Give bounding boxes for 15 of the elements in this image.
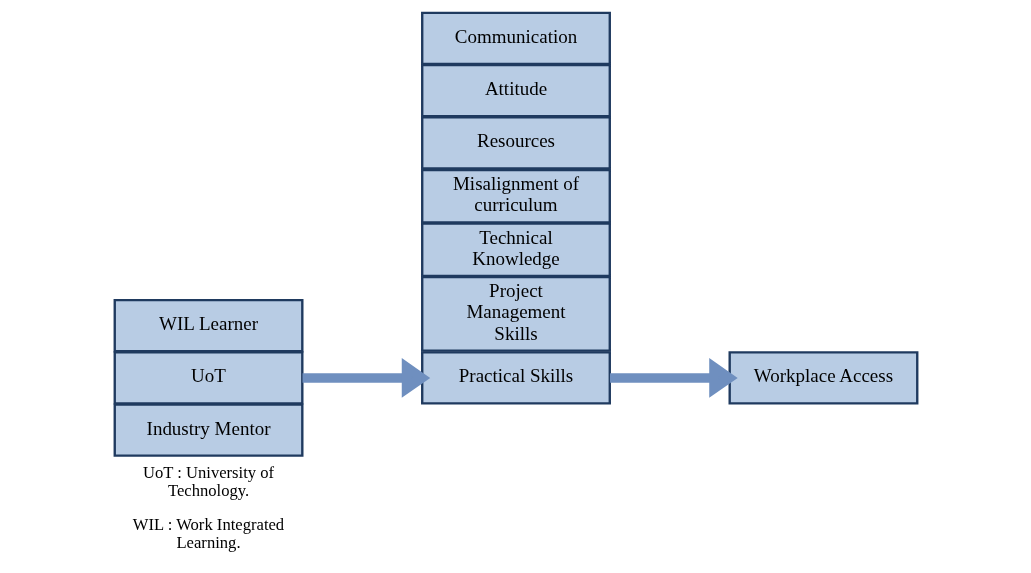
node-box: Misalignment of curriculum bbox=[420, 168, 611, 224]
label: WIL : Work Integrated Learning. bbox=[132, 515, 284, 552]
node-box: Project Management Skills bbox=[420, 275, 611, 352]
label: UoT : University of Technology. bbox=[142, 462, 274, 500]
node-box: Industry Mentor bbox=[113, 403, 303, 457]
arrow bbox=[302, 358, 430, 398]
node-box: Communication bbox=[420, 11, 611, 66]
node-box: UoT bbox=[113, 351, 303, 405]
node-box: Practical Skills bbox=[420, 351, 611, 405]
node-box: WIL Learner bbox=[113, 298, 303, 353]
arrow bbox=[609, 358, 738, 398]
node-box: Resources bbox=[420, 116, 611, 170]
node-box: Technical Knowledge bbox=[420, 222, 611, 277]
node-box: Attitude bbox=[420, 63, 611, 118]
node-box: Workplace Access bbox=[728, 351, 918, 405]
